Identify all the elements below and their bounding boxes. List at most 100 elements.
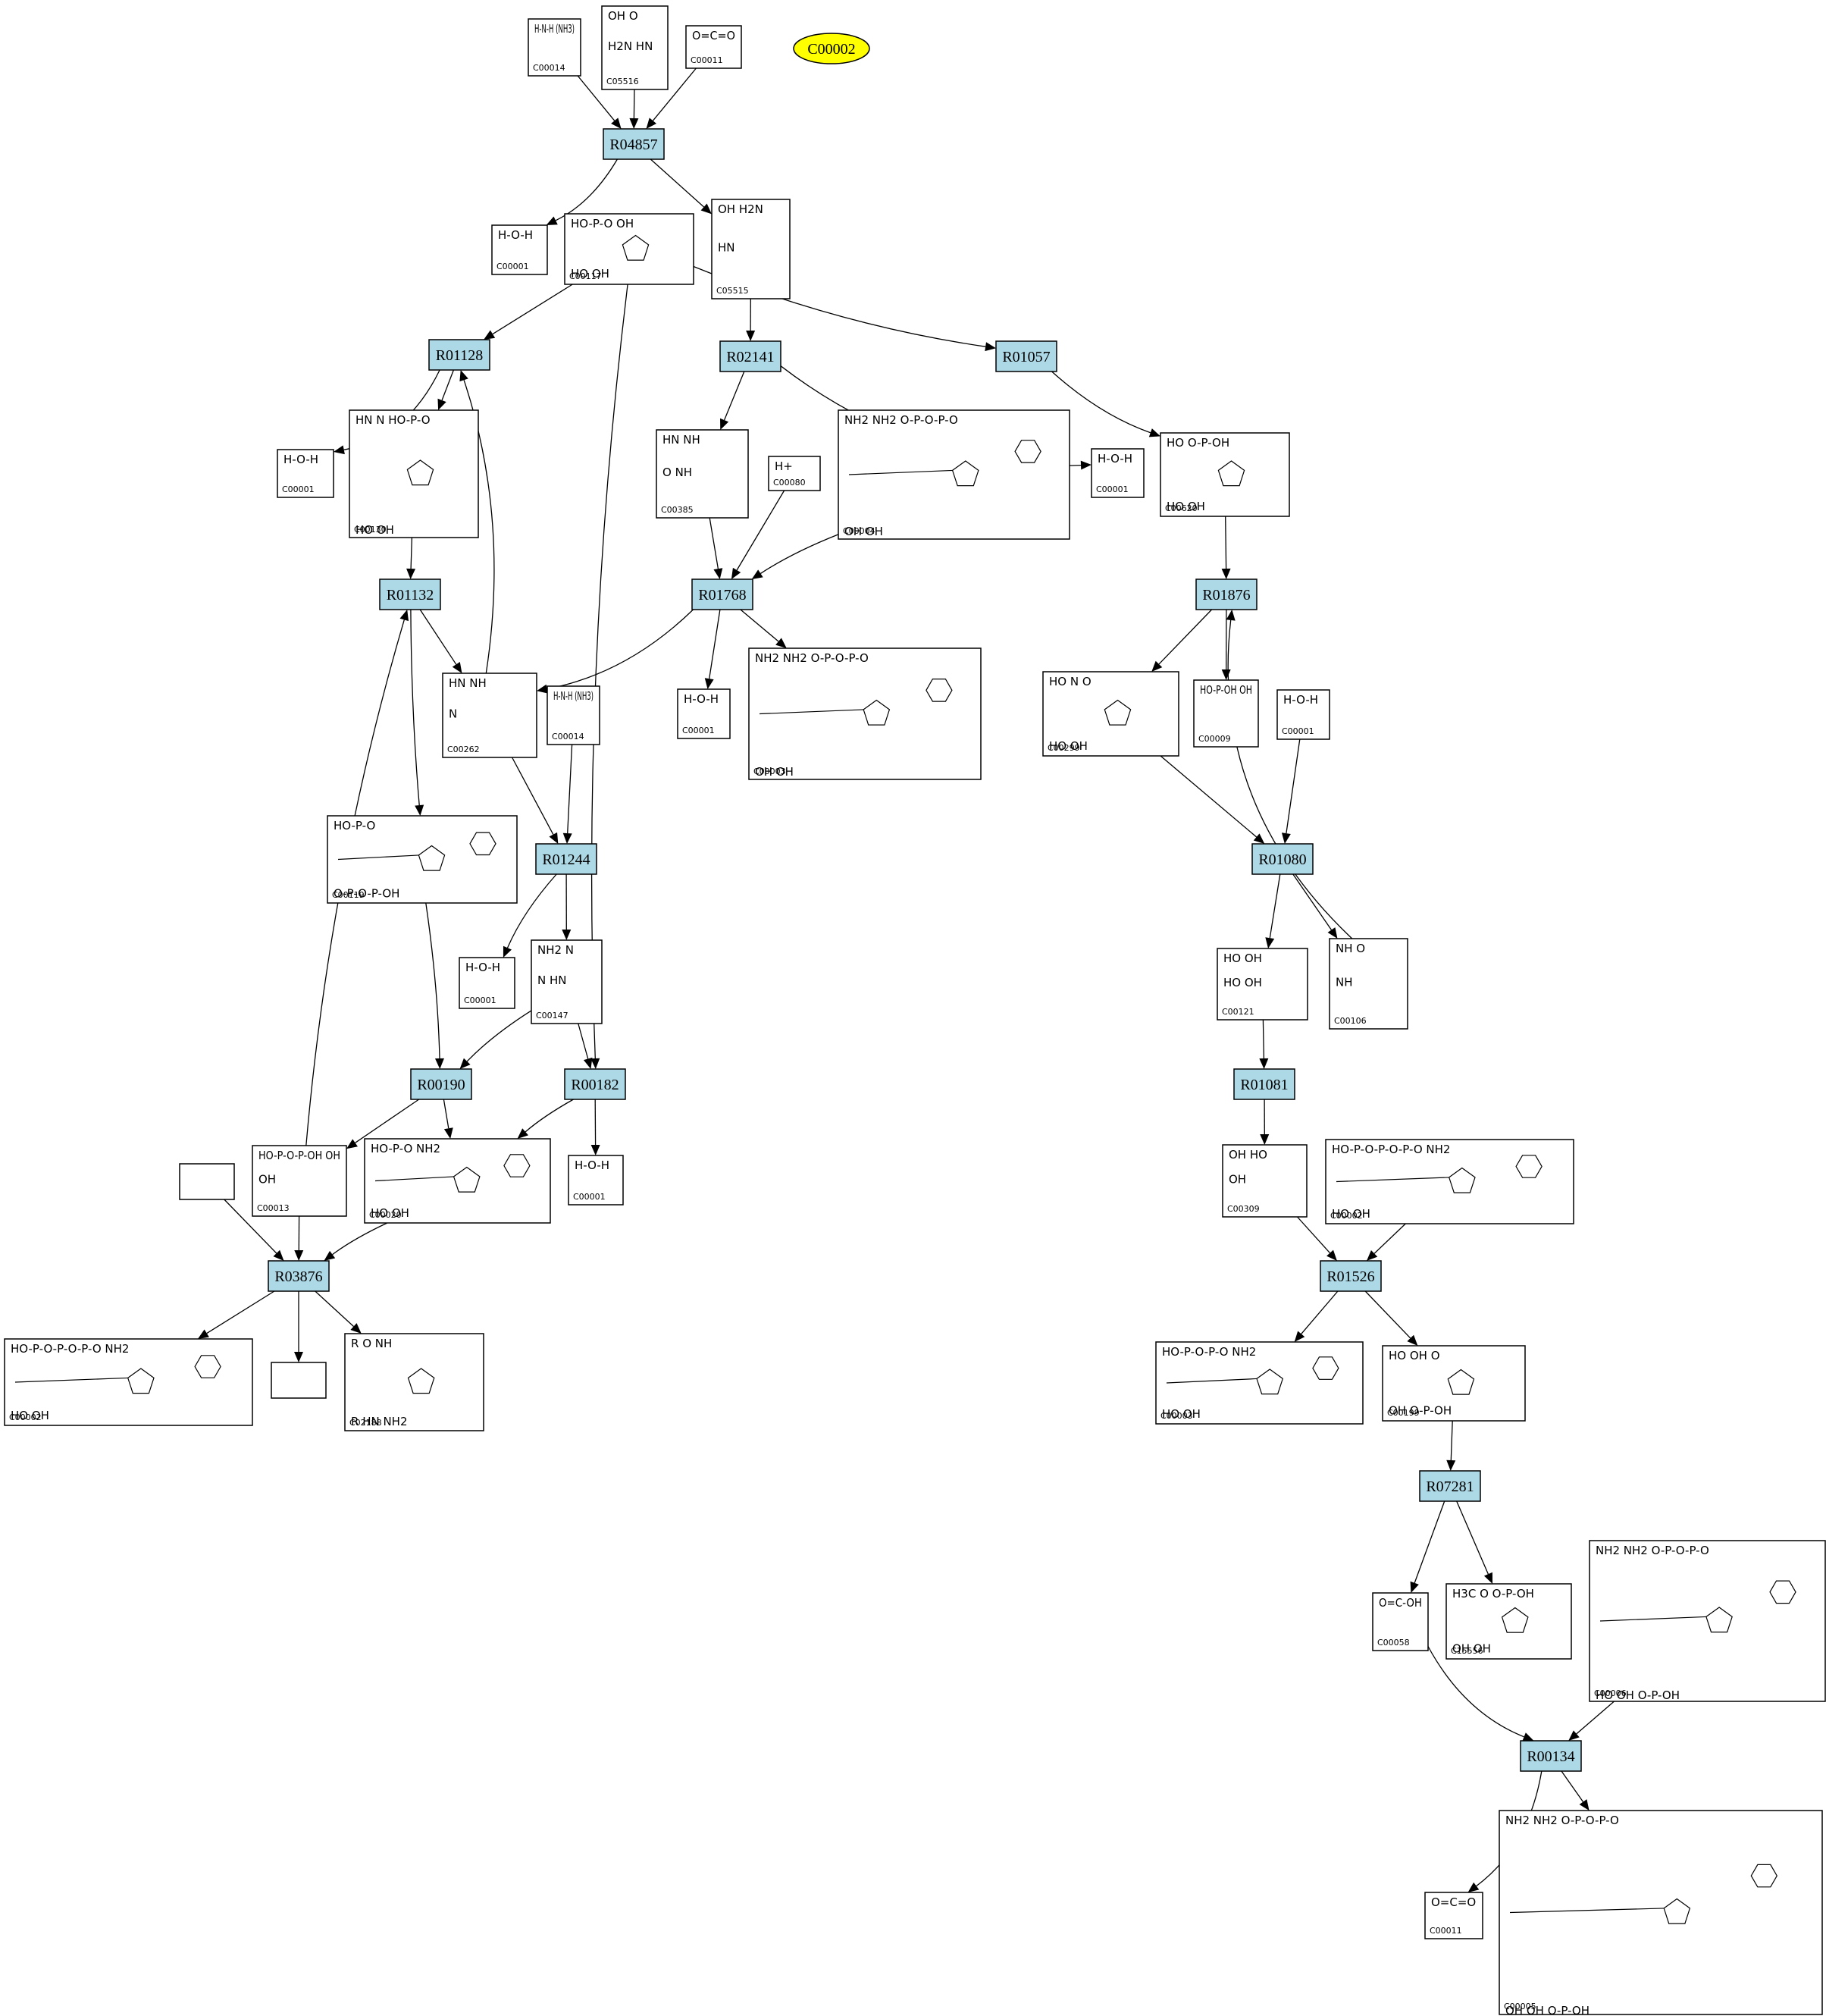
structure-text: HN NH	[662, 433, 700, 447]
arrowhead	[1326, 1249, 1337, 1261]
reaction-R00134[interactable]: R00134	[1520, 1740, 1582, 1772]
reaction-R01128[interactable]: R01128	[428, 339, 490, 371]
structure-text: H-O-H	[283, 453, 318, 466]
arrowhead	[590, 1144, 600, 1155]
reaction-R07281[interactable]: R07281	[1419, 1470, 1481, 1502]
structure-text: HO-P-O NH2	[371, 1142, 440, 1155]
reaction-R04857[interactable]: R04857	[603, 128, 665, 160]
reaction-R01244[interactable]: R01244	[535, 843, 597, 875]
reaction-R01081[interactable]: R01081	[1233, 1068, 1295, 1100]
arrowhead	[746, 330, 756, 341]
reaction-R01876[interactable]: R01876	[1195, 578, 1258, 610]
reaction-R03876[interactable]: R03876	[268, 1260, 330, 1292]
structure-text: HN	[718, 241, 735, 255]
base-ring-sketch	[1750, 1864, 1777, 1888]
structure-text: H3C O O-P-OH	[1452, 1587, 1534, 1601]
reaction-R02141[interactable]: R02141	[719, 340, 781, 372]
compound-id: C00003	[753, 767, 786, 776]
reaction-R01080[interactable]: R01080	[1251, 843, 1314, 875]
arrowhead	[294, 1352, 303, 1362]
arrowhead	[197, 1329, 209, 1339]
edge-c00385-R01768	[709, 517, 719, 569]
arrowhead	[324, 1250, 336, 1261]
reaction-label: R01081	[1240, 1077, 1288, 1093]
compound-id: C00199	[1387, 1408, 1420, 1418]
reaction-R01526[interactable]: R01526	[1320, 1260, 1382, 1292]
compound-id: C00119	[332, 890, 365, 900]
reaction-R01057[interactable]: R01057	[995, 340, 1057, 372]
compound-c00014a[interactable]: H-N-H (NH3)C00014	[528, 18, 581, 77]
structure-text: NH2 NH2 O-P-O-P-O	[755, 651, 869, 665]
arrowhead	[704, 678, 714, 689]
arrowhead	[399, 610, 409, 622]
edge-c00080-R01768	[736, 490, 785, 571]
edge-R01057-c00620	[1051, 371, 1151, 434]
reaction-R01132[interactable]: R01132	[379, 578, 441, 610]
structure-text: H-O-H	[684, 692, 719, 706]
reaction-R00182[interactable]: R00182	[564, 1068, 626, 1100]
structure-text: HO-P-O-P-O-P-O NH2	[1332, 1143, 1450, 1156]
reaction-R00190[interactable]: R00190	[410, 1068, 472, 1100]
edge-R01768-c00262	[547, 609, 694, 690]
ring-sketch	[1217, 460, 1245, 487]
ring-sketch	[863, 699, 891, 726]
structure-text: HO O-P-OH	[1167, 436, 1229, 450]
compound-c00080[interactable]: H+C00080	[768, 456, 821, 491]
structure-text: OH O-P-OH	[1389, 1403, 1452, 1417]
compound-id: C00003	[1160, 1411, 1193, 1421]
edge-c00058-R00134	[1427, 1646, 1524, 1738]
reaction-R01768[interactable]: R01768	[691, 578, 753, 610]
structure-text: OH H2N	[718, 202, 763, 216]
highlight-label: C00002	[807, 41, 855, 58]
blank-compound-node[interactable]	[179, 1163, 235, 1200]
arrowhead	[537, 684, 548, 694]
compound-c00014b[interactable]: H-N-H (NH3)C00014	[547, 685, 600, 745]
reaction-label: R04857	[609, 136, 657, 153]
structure-text: H-O-H	[498, 228, 533, 242]
base-ring-sketch	[503, 1154, 531, 1177]
arrowhead	[1148, 428, 1160, 437]
arrowhead	[1221, 669, 1231, 680]
highlight-C00002[interactable]: C00002	[793, 33, 870, 64]
blank-product-node[interactable]	[271, 1362, 327, 1399]
arrowhead	[1467, 1882, 1480, 1892]
arrowhead	[562, 832, 572, 844]
